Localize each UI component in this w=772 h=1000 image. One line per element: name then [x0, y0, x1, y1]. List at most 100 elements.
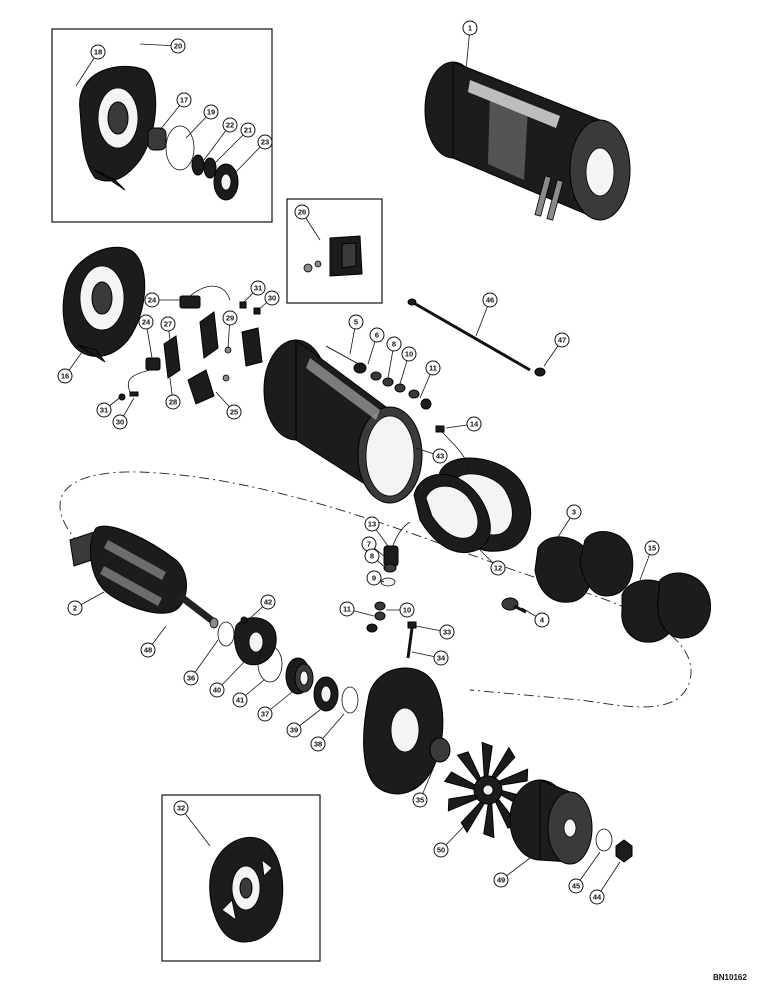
callout-4: 4 [534, 612, 550, 628]
fan-blade [481, 741, 493, 778]
callout-circle [482, 292, 498, 308]
callout-circle [173, 800, 189, 816]
callout-2: 2 [67, 600, 83, 616]
callout-11: 11 [339, 601, 355, 617]
callout-number: 18 [94, 48, 102, 57]
callout-circle [203, 104, 219, 120]
callout-19: 19 [203, 104, 219, 120]
callout-number: 50 [437, 846, 445, 855]
callout-number: 7 [367, 540, 371, 549]
callout-number: 42 [264, 598, 272, 607]
callout-20: 20 [170, 38, 186, 54]
callout-48: 48 [140, 642, 156, 658]
callout-circle [260, 594, 276, 610]
callout-22: 22 [222, 117, 238, 133]
inset-frame-drive-end-frame [51, 28, 273, 223]
assembly-path-line [59, 471, 692, 708]
callout-number: 25 [230, 408, 238, 417]
callout-circle [386, 336, 402, 352]
callout-circle [490, 560, 506, 576]
center-hardware [366, 601, 417, 659]
callout-8: 8 [386, 336, 402, 352]
callout-43: 43 [432, 448, 448, 464]
callout-13: 13 [364, 516, 380, 532]
callout-circle [67, 600, 83, 616]
callout-36: 36 [183, 670, 199, 686]
callout-circle [170, 38, 186, 54]
callout-number: 35 [416, 796, 424, 805]
field-terminal-parts [380, 521, 411, 587]
callout-circle [433, 650, 449, 666]
callout-number: 40 [213, 686, 221, 695]
leader-line [213, 129, 249, 165]
callout-circle [439, 624, 455, 640]
callout-number: 21 [244, 126, 252, 135]
callout-circle [140, 642, 156, 658]
callout-circle [112, 414, 128, 430]
callout-number: 23 [261, 138, 269, 147]
callout-28: 28 [165, 394, 181, 410]
callout-26: 26 [294, 204, 310, 220]
callout-number: 46 [486, 296, 494, 305]
callout-circle [364, 548, 380, 564]
callout-circle [566, 504, 582, 520]
callout-number: 32 [177, 804, 185, 813]
callout-49: 49 [493, 872, 509, 888]
callout-number: 31 [100, 406, 108, 415]
callout-47: 47 [554, 332, 570, 348]
callout-circle [257, 706, 273, 722]
callout-45: 45 [568, 878, 584, 894]
callout-circle [90, 44, 106, 60]
callout-circle [286, 722, 302, 738]
brush-holder-parts [118, 285, 263, 405]
callout-number: 26 [298, 208, 306, 217]
callout-circle [240, 122, 256, 138]
callout-number: 8 [370, 552, 374, 561]
generator-housing-assembly [424, 61, 631, 221]
callout-16: 16 [57, 368, 73, 384]
callout-circle [466, 416, 482, 432]
callout-circle [176, 92, 192, 108]
callout-circle [310, 736, 326, 752]
leader-line [180, 807, 211, 847]
callout-30: 30 [112, 414, 128, 430]
callout-circle [644, 540, 660, 556]
callout-3: 3 [566, 504, 582, 520]
callout-circle [294, 204, 310, 220]
callout-21: 21 [240, 122, 256, 138]
callout-number: 24 [148, 296, 157, 305]
fan-blade [460, 800, 485, 834]
callout-number: 2 [73, 604, 77, 613]
fan-blade [483, 802, 495, 839]
callout-40: 40 [209, 682, 225, 698]
callout-number: 44 [593, 893, 602, 902]
callout-circle [568, 878, 584, 894]
callout-number: 11 [429, 364, 437, 373]
callout-circle [138, 314, 154, 330]
callout-number: 30 [116, 418, 124, 427]
callout-number: 10 [405, 350, 413, 359]
callout-25: 25 [226, 404, 242, 420]
callout-circle [339, 601, 355, 617]
end-frame-16 [62, 246, 146, 363]
callout-number: 17 [180, 96, 188, 105]
callout-number: 45 [572, 882, 580, 891]
callout-number: 30 [268, 294, 276, 303]
callout-circle [364, 516, 380, 532]
callout-35: 35 [412, 792, 428, 808]
inset-frame-end-frame-32 [161, 794, 321, 962]
callout-circle [412, 792, 428, 808]
callout-number: 38 [314, 740, 322, 749]
commutator-end-frame-inset [79, 65, 239, 201]
callout-number: 27 [164, 320, 172, 329]
callout-number: 9 [372, 574, 376, 583]
callout-17: 17 [176, 92, 192, 108]
callout-circle [232, 692, 248, 708]
callout-circle [433, 842, 449, 858]
callout-circle [57, 368, 73, 384]
callout-number: 29 [226, 314, 234, 323]
fan-blade [491, 746, 516, 780]
callout-11: 11 [425, 360, 441, 376]
callout-12: 12 [490, 560, 506, 576]
